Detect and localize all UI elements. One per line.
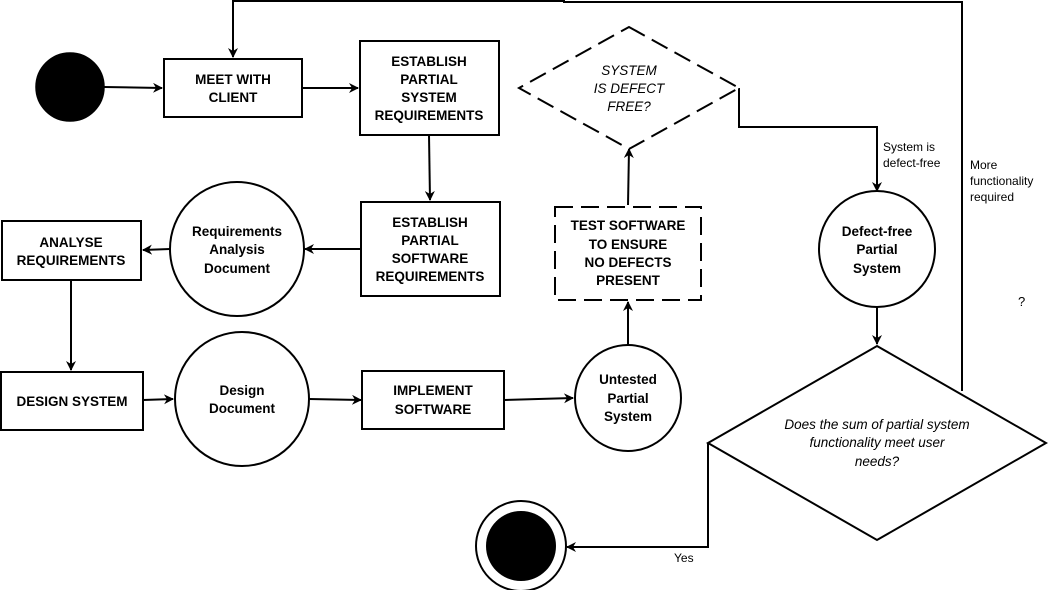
start-node (35, 52, 105, 122)
stray-question-mark: ? (1018, 294, 1025, 309)
edge-test-to-decision (623, 148, 634, 206)
edge-decision-to-defectfree (738, 88, 882, 192)
label-yes: Yes (674, 551, 694, 565)
edge-implement-to-untested (503, 393, 574, 404)
edge-reqdoc-to-analyse (142, 244, 171, 255)
edge-start-to-meet (103, 82, 163, 93)
edge-sysreq-to-swreq (424, 134, 435, 201)
edge-userneeds-to-end (566, 443, 709, 552)
edges (66, 0, 963, 552)
edge-designdoc-to-implement (308, 394, 362, 405)
end-node (475, 500, 567, 590)
edge-design-to-designdoc (142, 394, 174, 405)
svg-text:DESIGN SYSTEM: DESIGN SYSTEM (16, 394, 127, 409)
design-system-box: DESIGN SYSTEM (0, 371, 144, 431)
svg-text:Does the sum of partial system: Does the sum of partial systemfunctional… (784, 417, 969, 469)
edge-loop-more-functionality (228, 0, 963, 391)
